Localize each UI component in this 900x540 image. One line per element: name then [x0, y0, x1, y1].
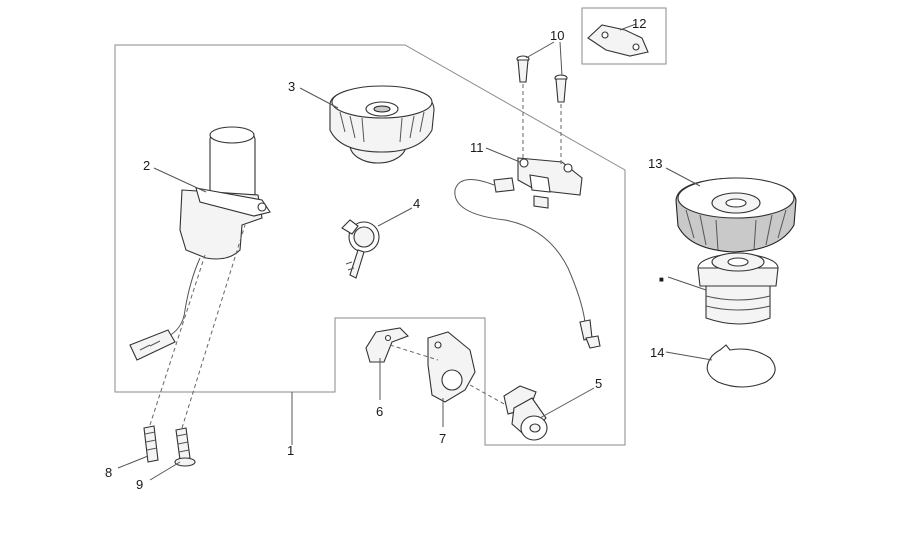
callout-9: 9 — [136, 477, 143, 492]
screws[interactable] — [516, 55, 568, 103]
callout-1: 1 — [287, 443, 294, 458]
gasket[interactable] — [587, 24, 649, 57]
callout-14: 14 — [650, 345, 664, 360]
callout-2: 2 — [143, 158, 150, 173]
callout-marker: ■ — [659, 275, 664, 284]
callout-labels: 1 2 3 4 5 6 7 8 9 10 11 12 13 14 ■ — [105, 16, 664, 492]
callout-4: 4 — [413, 196, 420, 211]
key[interactable] — [341, 219, 380, 279]
callout-3: 3 — [288, 79, 295, 94]
bolt-flanged[interactable] — [174, 427, 196, 467]
bracket-clip[interactable] — [365, 327, 409, 363]
assembly-frame — [114, 44, 626, 446]
lock-barrel[interactable] — [503, 385, 548, 441]
callout-8: 8 — [105, 465, 112, 480]
fuel-cap[interactable] — [329, 85, 435, 164]
bolt-short[interactable] — [143, 425, 159, 463]
callout-7: 7 — [439, 431, 446, 446]
callout-5: 5 — [595, 376, 602, 391]
callout-12: 12 — [632, 16, 646, 31]
mounting-plate[interactable] — [427, 331, 476, 403]
leader-lines — [117, 23, 713, 481]
tank-cap[interactable] — [675, 177, 797, 253]
sensor-cable[interactable] — [454, 157, 601, 349]
callout-10: 10 — [550, 28, 564, 43]
filler-neck[interactable] — [697, 252, 779, 325]
part-12-frame — [581, 7, 667, 65]
callout-13: 13 — [648, 156, 662, 171]
circlip[interactable] — [706, 344, 776, 388]
ignition-switch[interactable] — [129, 126, 271, 361]
callout-11: 11 — [470, 140, 484, 155]
callout-6: 6 — [376, 404, 383, 419]
